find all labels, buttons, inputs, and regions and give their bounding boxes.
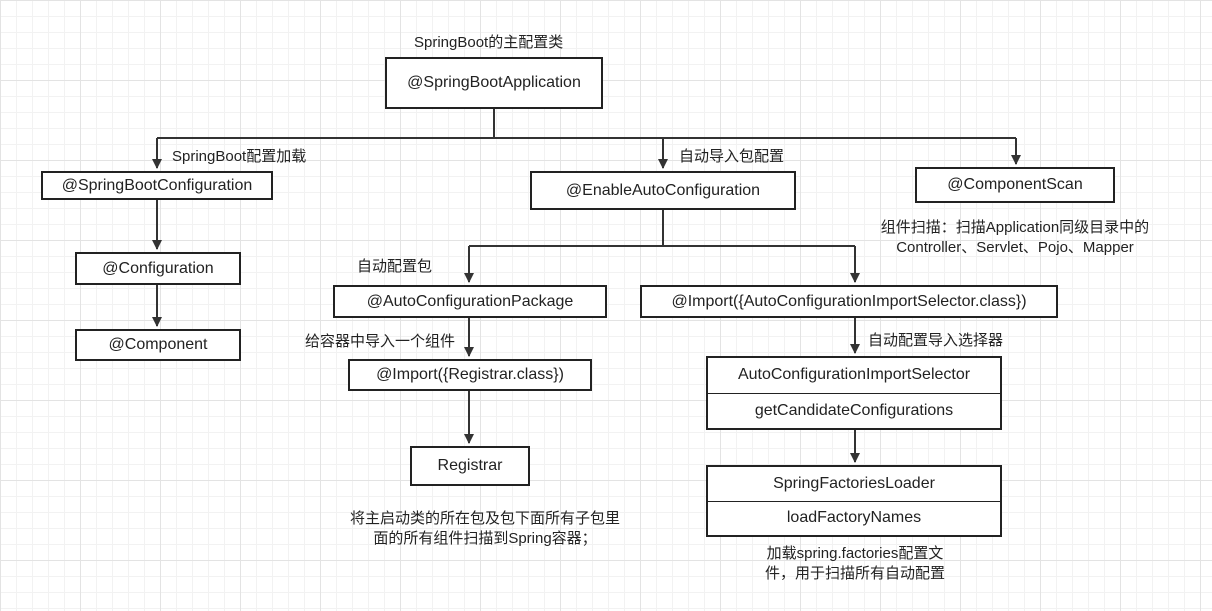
node-auto-configuration-package[interactable]: @AutoConfigurationPackage xyxy=(333,285,607,318)
loader-note-line1: 加载spring.factories配置文 xyxy=(766,545,944,562)
node-springboot-application[interactable]: @SpringBootApplication xyxy=(385,57,603,109)
selector-method-cell: getCandidateConfigurations xyxy=(708,392,1000,429)
auto-config-package-label: 自动配置包 xyxy=(357,258,433,275)
node-registrar[interactable]: Registrar xyxy=(410,446,530,486)
registrar-note-line2: 面的所有组件扫描到Spring容器； xyxy=(373,530,597,547)
loader-class-cell: SpringFactoriesLoader xyxy=(773,474,935,492)
node-spring-factories-loader[interactable]: SpringFactoriesLoader loadFactoryNames xyxy=(706,465,1002,537)
selector-class-cell: AutoConfigurationImportSelector xyxy=(737,366,971,384)
node-component-scan[interactable]: @ComponentScan xyxy=(915,167,1115,203)
node-springboot-configuration[interactable]: @SpringBootConfiguration xyxy=(41,171,273,200)
auto-import-package-label: 自动导入包配置 xyxy=(679,148,785,165)
root-caption: SpringBoot的主配置类 xyxy=(414,34,564,51)
node-import-registrar[interactable]: @Import({Registrar.class}) xyxy=(348,359,592,391)
node-auto-configuration-import-selector[interactable]: AutoConfigurationImportSelector getCandi… xyxy=(706,356,1002,430)
loader-method-cell: loadFactoryNames xyxy=(708,500,1000,536)
springboot-config-load-label: SpringBoot配置加载 xyxy=(172,148,307,165)
component-scan-note: 组件扫描：扫描Application同级目录中的 Controller、Serv… xyxy=(850,218,1180,258)
component-scan-note-line1: 组件扫描：扫描Application同级目录中的 xyxy=(880,219,1150,236)
component-scan-note-line2: Controller、Servlet、Pojo、Mapper xyxy=(896,239,1134,256)
loader-note-line2: 件，用于扫描所有自动配置 xyxy=(764,565,945,582)
registrar-note-line1: 将主启动类的所在包及包下面所有子包里 xyxy=(349,510,620,527)
auto-import-selector-label: 自动配置导入选择器 xyxy=(868,332,1004,349)
registrar-note: 将主启动类的所在包及包下面所有子包里 面的所有组件扫描到Spring容器； xyxy=(320,509,650,549)
node-enable-auto-configuration[interactable]: @EnableAutoConfiguration xyxy=(530,171,796,210)
import-component-label: 给容器中导入一个组件 xyxy=(305,333,456,350)
node-configuration[interactable]: @Configuration xyxy=(75,252,241,285)
loader-note: 加载spring.factories配置文 件，用于扫描所有自动配置 xyxy=(740,544,970,584)
node-component[interactable]: @Component xyxy=(75,329,241,361)
node-import-selector[interactable]: @Import({AutoConfigurationImportSelector… xyxy=(640,285,1058,318)
